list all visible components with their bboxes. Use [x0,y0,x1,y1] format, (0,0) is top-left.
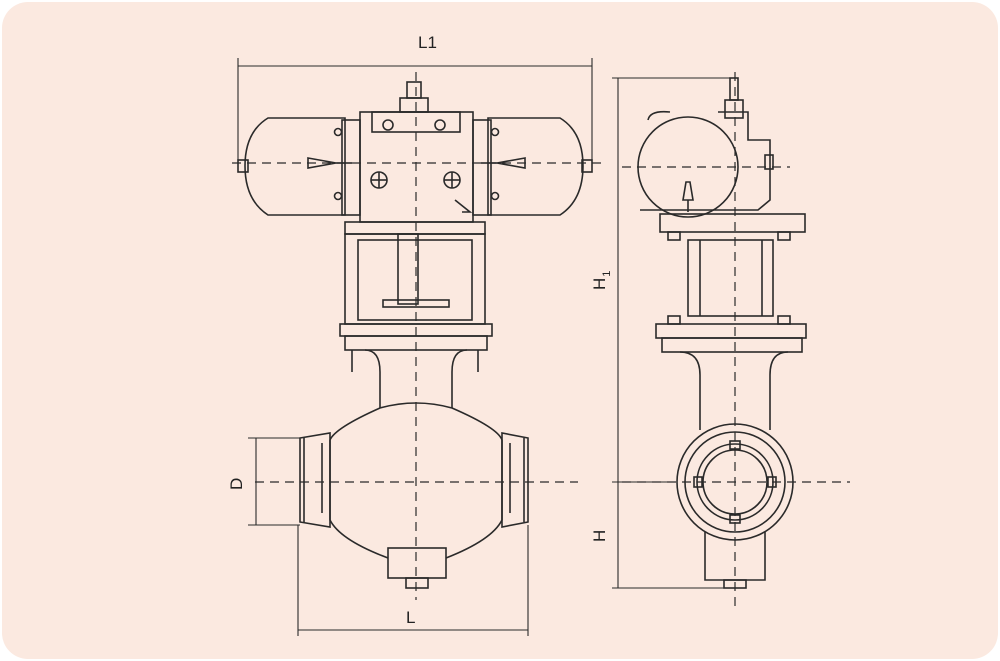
dimensions-front [237,58,593,636]
actuator-front [237,81,593,223]
label-d: D [227,478,246,490]
label-l: L [406,608,415,627]
centerlines-front [232,72,605,600]
side-view [612,72,850,612]
bracket-side [655,239,807,353]
dimension-labels: L1 L D H H1 [227,33,613,627]
label-l1: L1 [418,33,437,52]
front-view [232,58,605,636]
dimensions-side [612,77,730,589]
label-h: H [590,530,609,542]
label-h1: H1 [590,271,613,290]
actuator-side [637,77,806,241]
valve-body-front [299,349,529,589]
